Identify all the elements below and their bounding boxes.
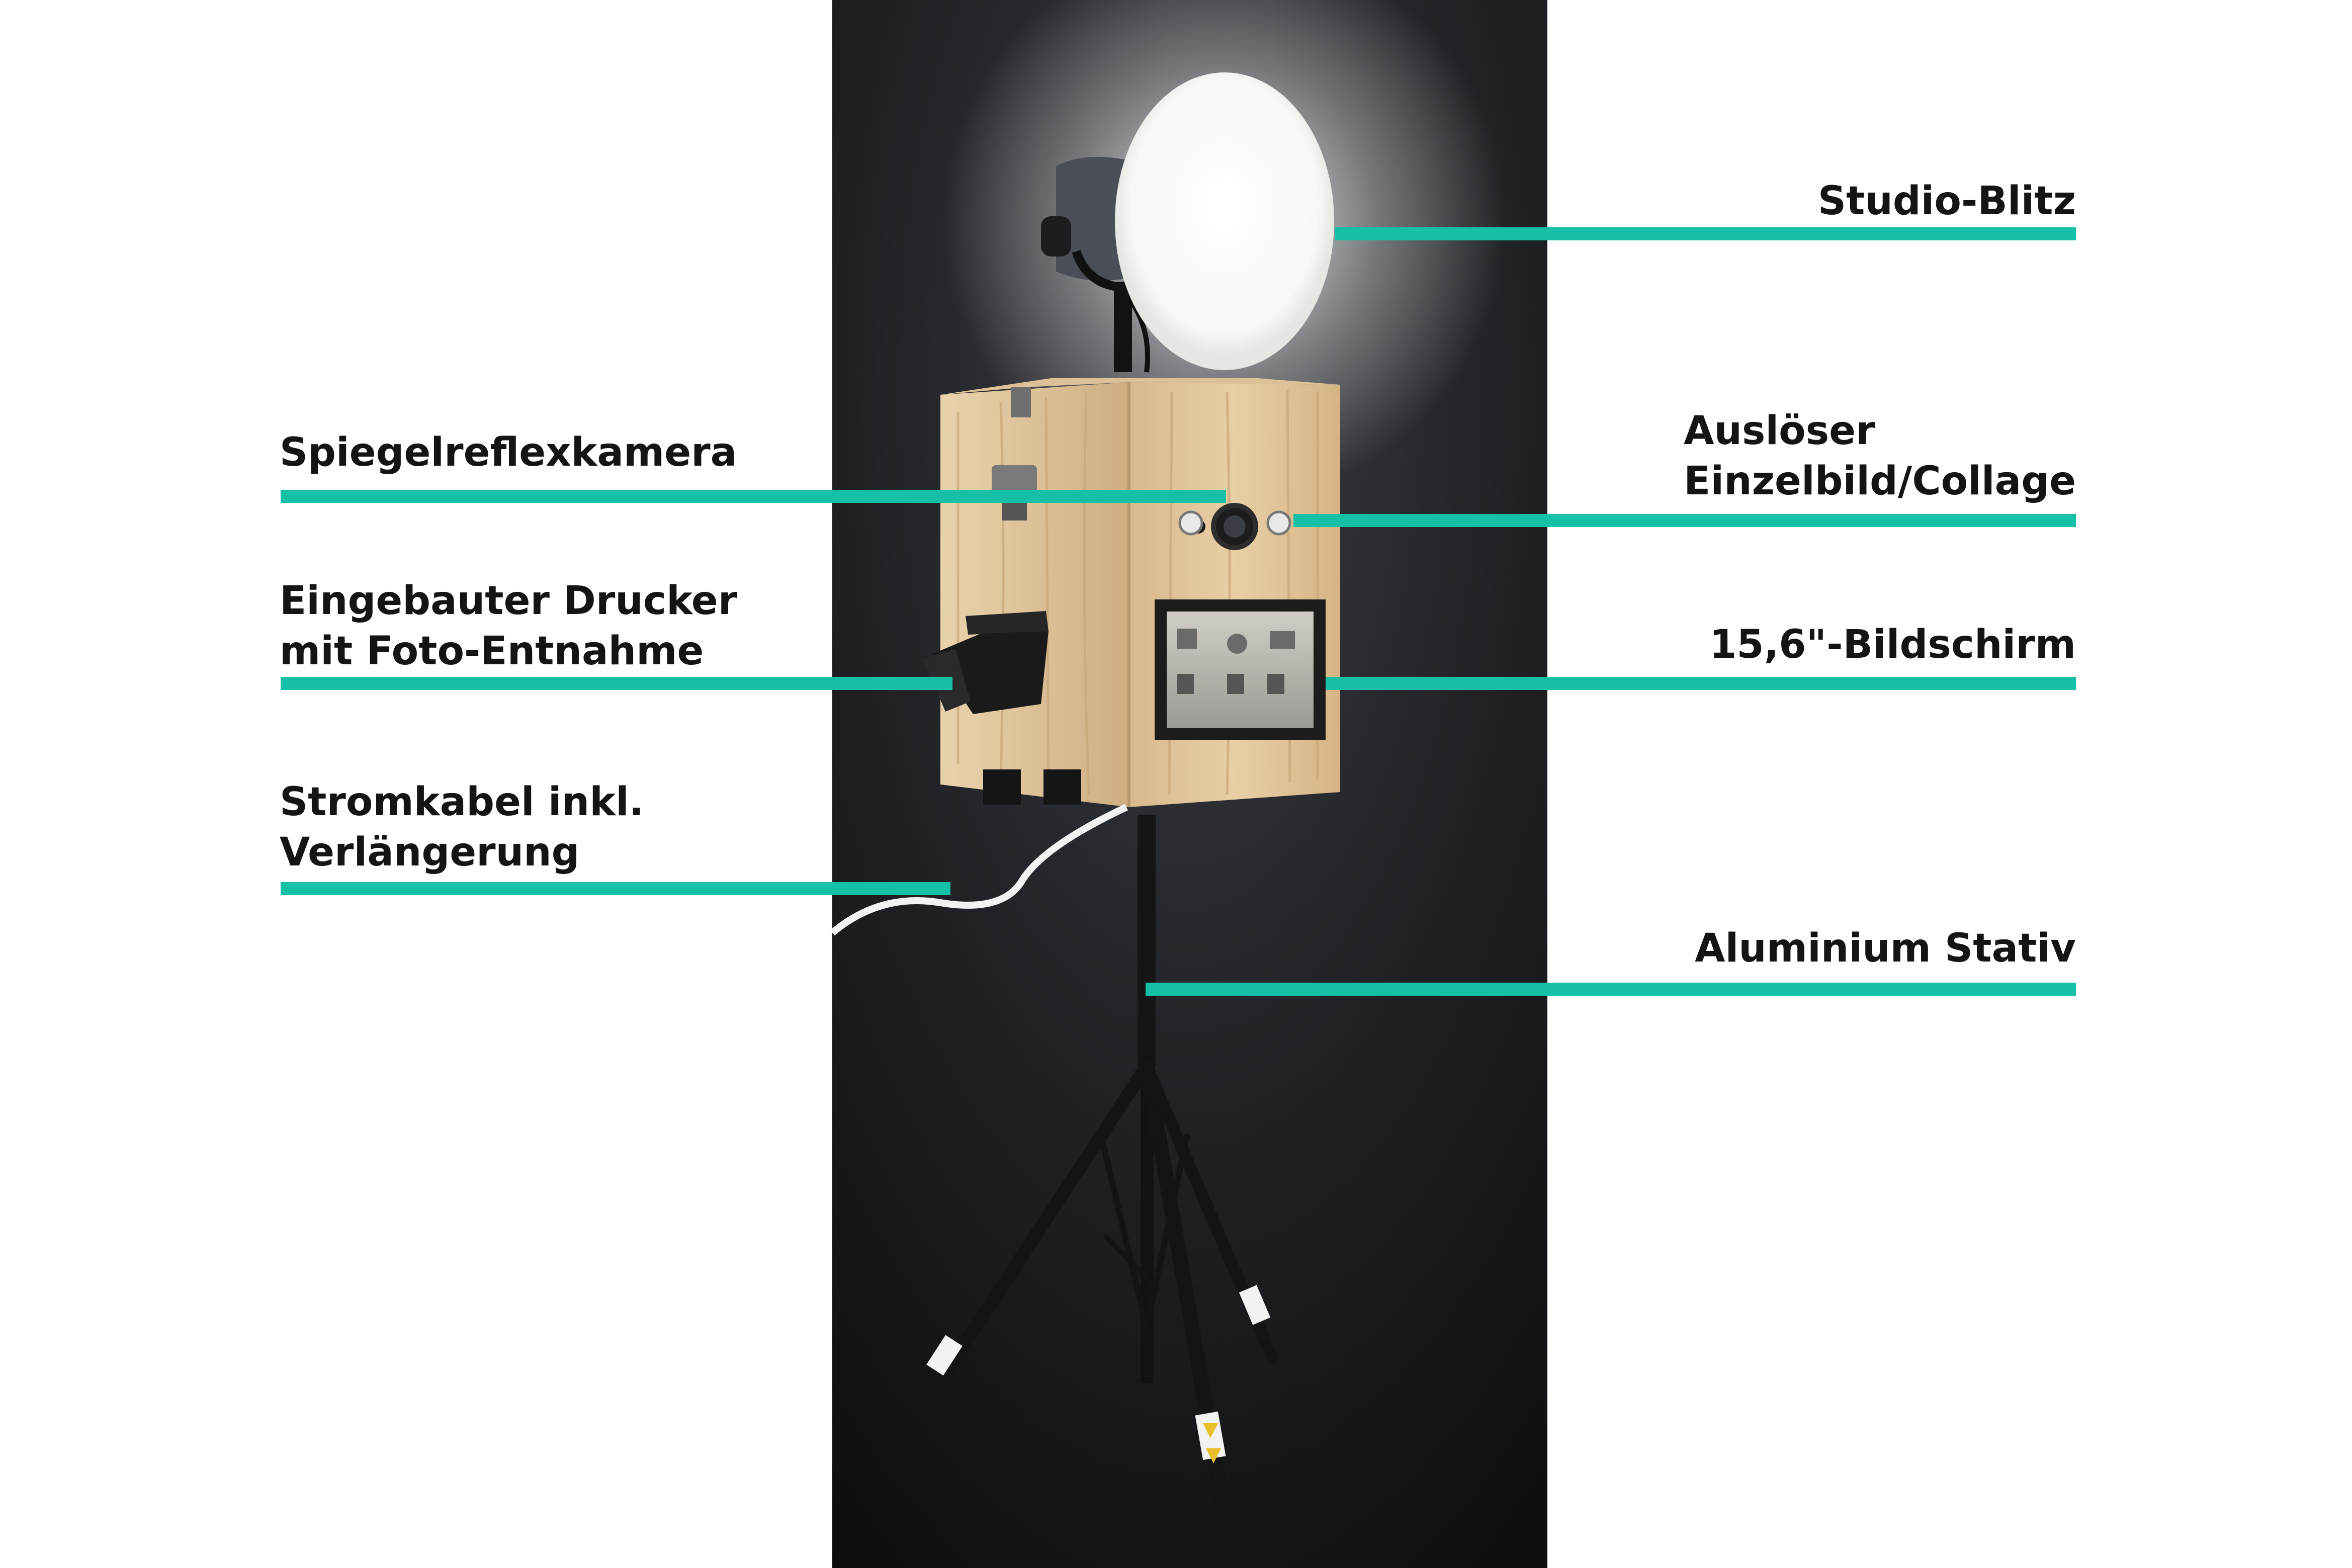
leader-lines — [281, 227, 2076, 996]
callout-text: Spiegelreflexkamera — [280, 430, 737, 475]
leader-line-stromkabel — [281, 882, 950, 895]
callout-text: 15,6"-Bildschirm — [1709, 622, 2076, 667]
callout-label-bildschirm: 15,6"-Bildschirm — [1709, 620, 2076, 670]
callout-label-aluminium-stativ: Aluminium Stativ — [1695, 923, 2076, 974]
leader-line-aluminium-stativ — [1146, 983, 2076, 996]
callout-label-stromkabel: Stromkabel inkl. Verlängerung — [280, 777, 644, 878]
tripod-illustration — [919, 815, 1278, 1536]
booth-box-illustration — [923, 378, 1340, 807]
leader-line-ausloeser — [1293, 514, 2076, 527]
callout-label-ausloeser: Auslöser Einzelbild/Collage — [1684, 406, 2076, 506]
callout-text: Auslöser — [1684, 408, 1875, 454]
callout-text: Einzelbild/Collage — [1684, 459, 2076, 504]
leader-line-spiegelreflexkamera — [281, 490, 1226, 503]
callout-text: Aluminium Stativ — [1695, 926, 2076, 971]
callout-label-eingebauter-drucker: Eingebauter Drucker mit Foto-Entnahme — [280, 576, 737, 676]
callout-text: Stromkabel inkl. — [280, 779, 644, 825]
callout-text: Eingebauter Drucker — [280, 578, 738, 624]
callout-label-studio-blitz: Studio-Blitz — [1818, 176, 2076, 226]
callout-label-spiegelreflexkamera: Spiegelreflexkamera — [280, 427, 737, 478]
callout-text: Studio-Blitz — [1817, 179, 2076, 224]
studio-flash-illustration — [943, 0, 1506, 503]
callout-text: Verlängerung — [280, 830, 580, 875]
callout-text: mit Foto-Entnahme — [280, 629, 704, 674]
leader-line-bildschirm — [1326, 677, 2076, 690]
leader-line-eingebauter-drucker — [281, 677, 952, 690]
leader-line-studio-blitz — [1335, 227, 2076, 240]
power-cable-illustration — [830, 804, 1128, 936]
